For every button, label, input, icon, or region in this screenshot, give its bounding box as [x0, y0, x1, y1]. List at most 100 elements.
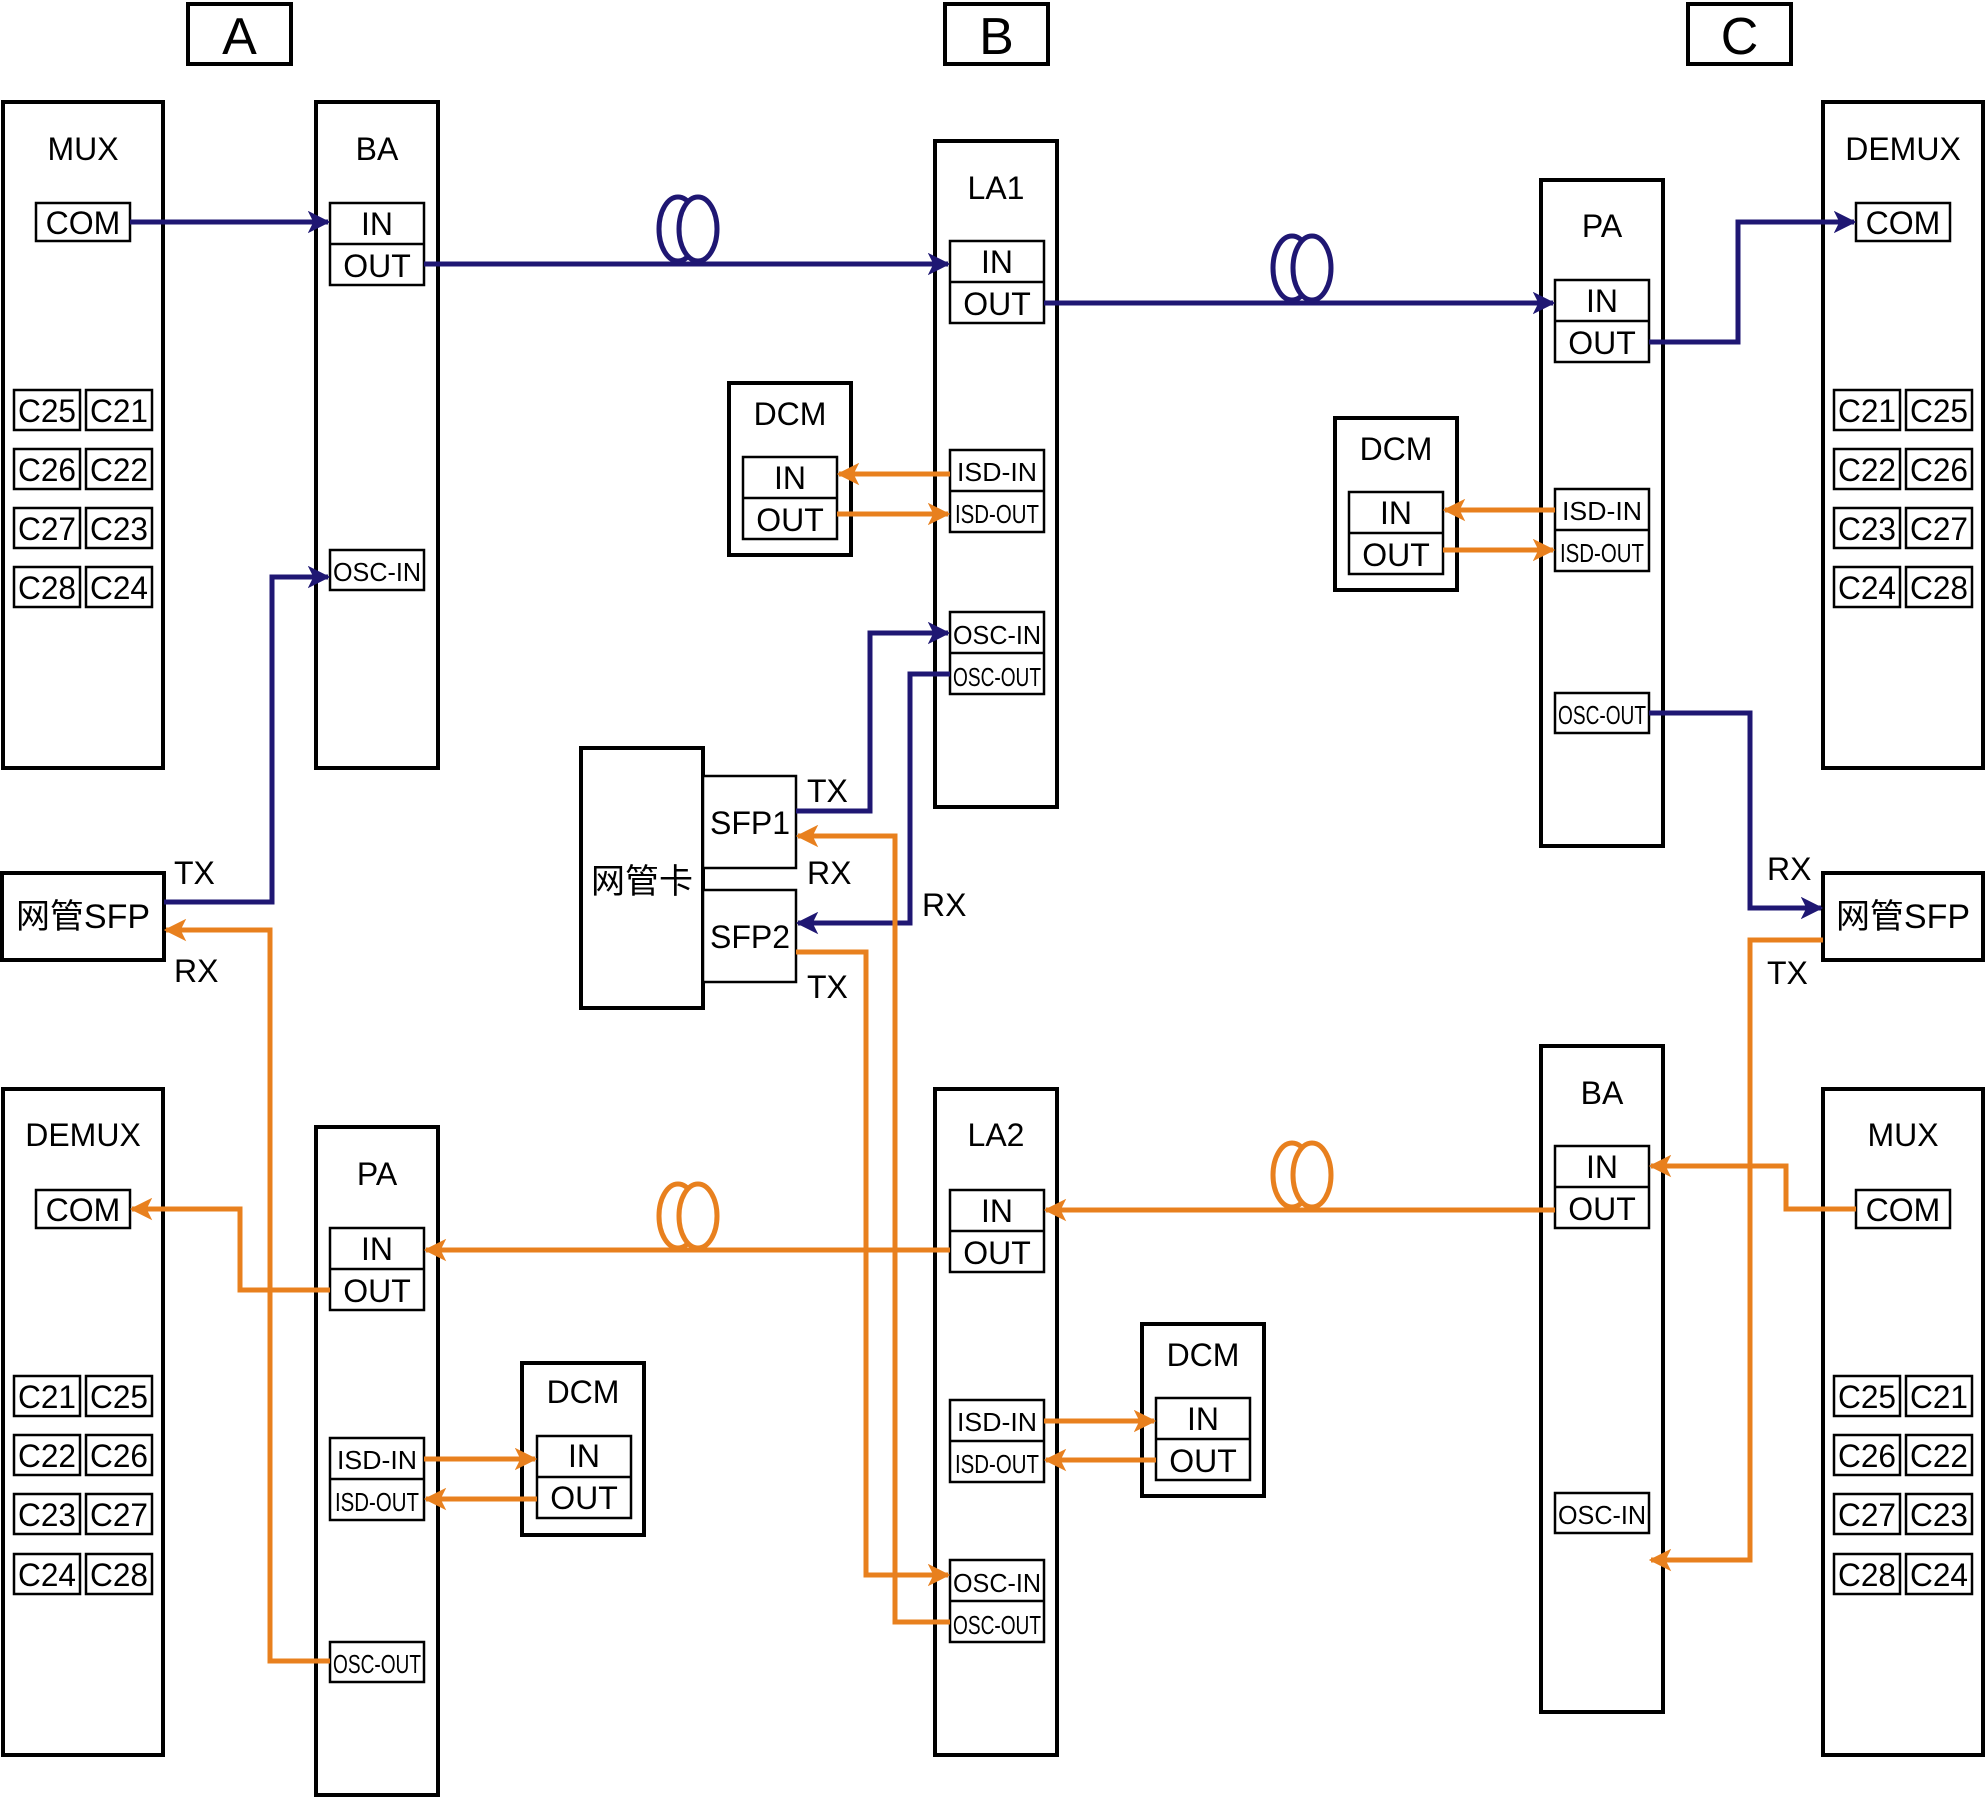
mux-c-channel-cell	[1832, 1374, 1902, 1418]
channel-label: C28	[90, 1557, 148, 1593]
channel-label: C25	[90, 1379, 148, 1415]
mux-c-channel-cell	[1904, 1374, 1974, 1418]
pa-c-in-label: IN	[1586, 283, 1618, 319]
sfp1-label: SFP1	[710, 805, 790, 841]
la2-isd-out-label: ISD-OUT	[955, 1449, 1039, 1479]
demux-a-channel-cell	[84, 1492, 154, 1536]
demux-c-channel-cell	[1904, 565, 1974, 609]
dcm-b-bottom-out-label: OUT	[1169, 1443, 1237, 1479]
dcm-b-top-title: DCM	[754, 396, 827, 432]
channel-label: C27	[1838, 1497, 1896, 1533]
dcm-a-in-label: IN	[568, 1438, 600, 1474]
mux-c-channel-cell	[1904, 1433, 1974, 1477]
ba-a-unit: BA IN OUT OSC-IN	[314, 100, 440, 770]
pa-a-in-label: IN	[361, 1231, 393, 1267]
channel-label: C24	[1910, 1557, 1968, 1593]
nm-sfp-c-label: 网管SFP	[1836, 898, 1970, 936]
demux-a-channel-cell	[12, 1492, 82, 1536]
mux-c-unit: MUX COM C25 C21 C26 C22 C27 C23 C28 C24	[1821, 1087, 1985, 1757]
channel-label: C21	[1838, 393, 1896, 429]
nm-sfp-a-tx-to-ba-a-osc-in-link	[164, 565, 331, 905]
channel-label: C26	[18, 452, 76, 488]
channel-label: C27	[1910, 511, 1968, 547]
pa-a-out-label: OUT	[343, 1273, 411, 1309]
demux-c-channel-grid: C21 C25 C22 C26 C23 C27 C24 C28	[1832, 388, 1974, 609]
pa-a-osc-out-to-nm-sfp-a-rx-link	[163, 918, 330, 1664]
site-b-header: B	[943, 2, 1050, 66]
dcm-b-bottom-title: DCM	[1167, 1337, 1240, 1373]
ba-c-out-label: OUT	[1568, 1191, 1636, 1227]
demux-c-channel-cell	[1832, 388, 1902, 432]
ba-c-title: BA	[1581, 1075, 1624, 1111]
nm-sfp-a-tx-label: TX	[174, 855, 215, 891]
sfp2-tx-to-la2-osc-in-link	[796, 949, 951, 1587]
ba-a-out-label: OUT	[343, 248, 411, 284]
nm-sfp-a-unit: 网管SFP TX RX	[0, 855, 218, 989]
mux-a-channel-grid: C25 C21 C26 C22 C27 C23 C28 C24	[12, 388, 154, 609]
demux-a-channel-cell	[12, 1374, 82, 1418]
mux-c-channel-cell	[1904, 1552, 1974, 1596]
la2-title: LA2	[968, 1117, 1025, 1153]
dcm-b-top-unit: DCM IN OUT	[727, 381, 853, 557]
la1-osc-out-label: OSC-OUT	[953, 662, 1041, 692]
mux-c-channel-grid: C25 C21 C26 C22 C27 C23 C28 C24	[1832, 1374, 1974, 1596]
dcm-b-top-out-label: OUT	[756, 502, 824, 538]
sfp1-tx-label: TX	[807, 773, 848, 809]
site-c-label: C	[1721, 8, 1759, 66]
demux-c-channel-cell	[1904, 506, 1974, 550]
channel-label: C21	[1910, 1379, 1968, 1415]
mux-a-unit: MUX COM C25 C21 C26 C22 C27 C23 C28 C24	[1, 100, 165, 770]
mux-a-channel-cell	[12, 447, 82, 491]
nm-card-unit: 网管卡 SFP1 SFP2 TX RX RX TX	[579, 746, 966, 1010]
demux-c-channel-cell	[1904, 388, 1974, 432]
la1-in-label: IN	[981, 244, 1013, 280]
pa-a-unit: PA IN OUT ISD-IN ISD-OUT OSC-OUT	[314, 1125, 440, 1797]
la2-out-label: OUT	[963, 1235, 1031, 1271]
ba-a-osc-in-port	[328, 548, 426, 592]
pa-a-isd-in-label: ISD-IN	[337, 1445, 417, 1475]
pa-a-isd-out-label: ISD-OUT	[335, 1487, 419, 1517]
channel-label: C22	[90, 452, 148, 488]
channel-label: C22	[18, 1438, 76, 1474]
channel-label: C22	[1838, 452, 1896, 488]
demux-c-channel-cell	[1832, 565, 1902, 609]
site-a-header: A	[186, 2, 293, 66]
dcm-c-title: DCM	[1360, 431, 1433, 467]
channel-label: C26	[1910, 452, 1968, 488]
dcm-b-top-in-label: IN	[774, 460, 806, 496]
pa-c-osc-out-label: OSC-OUT	[1558, 700, 1646, 730]
mux-c-com-label: COM	[1866, 1192, 1941, 1228]
dcm-a-unit: DCM IN OUT	[520, 1361, 646, 1537]
la2-in-label: IN	[981, 1193, 1013, 1229]
channel-label: C24	[1838, 570, 1896, 606]
la1-title: LA1	[968, 170, 1025, 206]
pa-a-osc-out-label: OSC-OUT	[333, 1649, 421, 1679]
channel-label: C26	[1838, 1438, 1896, 1474]
pa-a-title: PA	[357, 1156, 398, 1192]
blue-connections	[130, 210, 1857, 935]
pa-c-osc-out-to-nm-sfp-c-rx-link	[1649, 710, 1824, 920]
fiber-spool-icon	[1270, 1140, 1334, 1210]
demux-a-channel-grid: C21 C25 C22 C26 C23 C27 C24 C28	[12, 1374, 154, 1596]
channel-label: C21	[18, 1379, 76, 1415]
mux-a-channel-cell	[84, 565, 154, 609]
site-b-label: B	[979, 8, 1014, 66]
mux-c-com-to-ba-c-in-link	[1648, 1154, 1856, 1212]
demux-a-channel-cell	[84, 1552, 154, 1596]
demux-a-channel-cell	[12, 1433, 82, 1477]
channel-label: C27	[18, 511, 76, 547]
pa-c-isd-out-label: ISD-OUT	[1560, 538, 1644, 568]
sfp1-port	[701, 774, 798, 870]
dcm-a-title: DCM	[547, 1374, 620, 1410]
pa-c-unit: PA IN OUT ISD-IN ISD-OUT OSC-OUT	[1539, 178, 1665, 848]
mux-a-title: MUX	[47, 131, 118, 167]
demux-c-channel-cell	[1832, 506, 1902, 550]
la1-osc-out-to-sfp2-rx-link	[795, 671, 950, 935]
dcm-c-out-label: OUT	[1362, 537, 1430, 573]
ba-c-in-label: IN	[1586, 1149, 1618, 1185]
pa-a-out-to-demux-a-com-link	[129, 1197, 330, 1293]
mux-a-channel-cell	[12, 506, 82, 550]
la2-osc-out-to-sfp1-rx-link	[795, 824, 950, 1625]
la1-isd-in-label: ISD-IN	[957, 457, 1037, 487]
